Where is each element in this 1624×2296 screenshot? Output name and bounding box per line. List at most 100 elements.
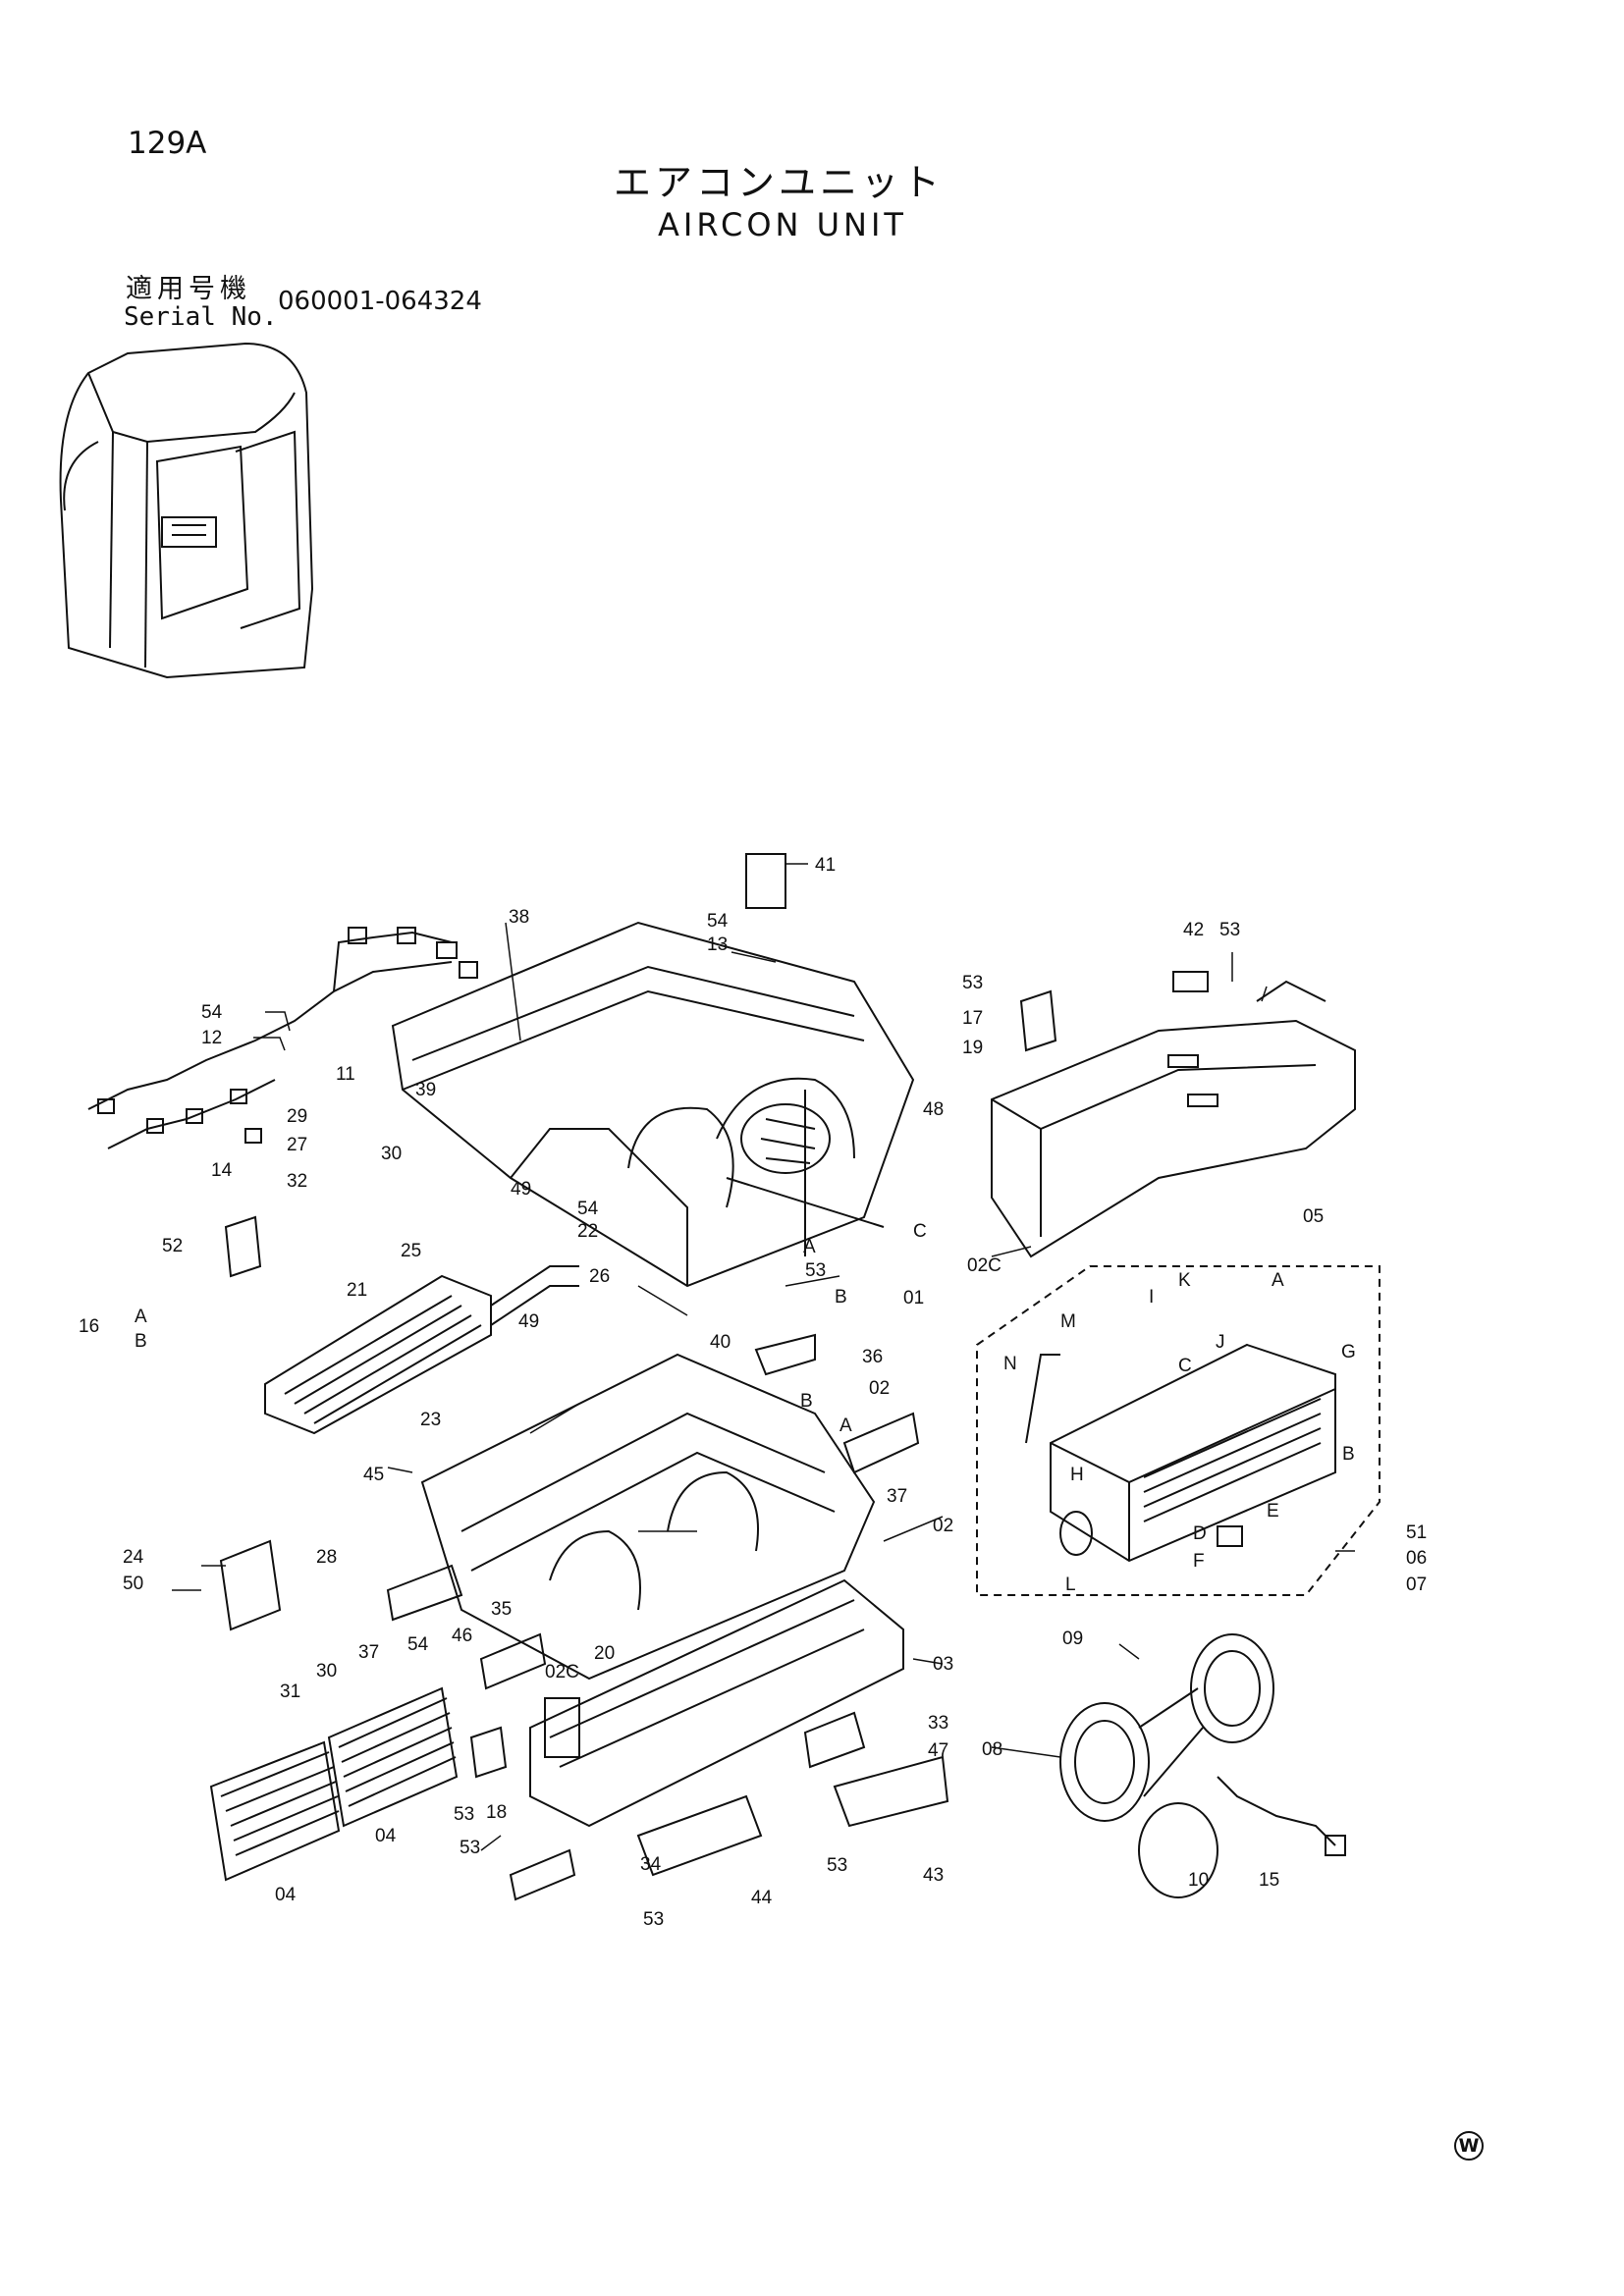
serial-range: 060001-064324 [278,287,482,316]
callout-B: B [800,1391,813,1412]
callout-49: 48 [923,1099,944,1120]
callout-C: C [913,1221,927,1242]
callout-50: 49 [511,1179,531,1200]
callout-D: D [1193,1523,1207,1544]
callout-09: 08 [982,1739,1002,1760]
callout-L: L [1065,1575,1076,1595]
callout-54: 53 [643,1909,664,1930]
callout-14: 13 [707,934,728,955]
callout-B: B [835,1287,847,1308]
callout-55: 54 [407,1634,429,1655]
publisher-mark-icon: W [1454,2131,1484,2161]
callout-36: 35 [491,1599,512,1620]
callout-43: 42 [1183,920,1204,940]
callout-08: 07 [1406,1575,1427,1595]
callout-25: 24 [123,1547,144,1568]
callout-32: 31 [280,1682,300,1702]
cab-location-icon [59,342,314,679]
callout-01: 01 [903,1288,924,1308]
callout-C: C [1178,1356,1192,1376]
lower-case [420,1353,876,1681]
callout-H: H [1070,1465,1084,1485]
callout-38: 37 [358,1642,379,1663]
wire-harness [87,927,478,1149]
callout-05: 04 [375,1826,397,1846]
callout-48: 47 [928,1740,948,1761]
callout-E: E [1267,1501,1279,1522]
callout-12: 11 [336,1064,355,1085]
page-title-english: AIRCON UNIT [658,206,907,243]
brackets [219,853,1209,1901]
serial-label-japanese: 適用号機 [126,274,251,304]
callout-B: B [135,1331,147,1352]
callout-55: 54 [707,911,729,932]
callout-06: 05 [1303,1206,1324,1227]
callout-A: A [839,1415,852,1436]
callout-41: 40 [710,1332,731,1353]
callout-13: 12 [201,1028,222,1048]
callout-labels: 41 38 54 13 42 53 53 17 19 54 12 11 48 2… [79,855,1427,1930]
callout-42: 41 [815,855,836,876]
callout-23: 22 [577,1221,598,1242]
callout-20: 19 [962,1038,983,1058]
callout-29: 28 [316,1547,337,1568]
callout-02: 02 [933,1516,953,1536]
callout-18: 17 [962,1008,983,1029]
callout-31: 30 [316,1661,337,1682]
callout-38: 37 [887,1486,907,1507]
callout-45: 44 [751,1888,773,1908]
callout-03: 02C [967,1255,1001,1276]
leader-lines [172,863,1355,1851]
upper-cover [391,921,915,1288]
callout-24: 23 [420,1410,441,1430]
callout-53: 52 [162,1236,183,1256]
duct-cover [991,980,1356,1258]
callout-39: 38 [509,907,529,928]
callout-54: 53 [962,973,983,993]
callout-44: 43 [923,1865,944,1886]
callout-54: 53 [827,1855,847,1876]
callout-46: 45 [363,1465,384,1485]
callout-M: M [1060,1311,1076,1332]
callout-A: A [803,1237,816,1257]
callout-15: 14 [211,1160,233,1181]
callout-28: 27 [287,1135,307,1155]
callout-54: 53 [454,1804,474,1825]
callout-19: 18 [486,1802,507,1823]
heater-core [264,1265,579,1435]
callout-27: 26 [589,1266,610,1287]
callout-K: K [1178,1270,1191,1291]
callout-40: 39 [415,1080,436,1100]
callout-33: 32 [287,1171,307,1192]
callout-N: N [1003,1354,1017,1374]
bottom-case [529,1578,904,1828]
blower-motor [1059,1633,1346,1898]
callout-34: 33 [928,1713,948,1734]
callout-J: J [1216,1332,1225,1353]
callout-52: 51 [1406,1522,1427,1543]
air-filters [209,1686,459,1882]
callout-51: 50 [123,1574,143,1594]
callout-26: 25 [401,1241,421,1261]
callout-02C: 02C [545,1662,579,1682]
callout-05: 04 [275,1885,297,1905]
callout-37: 36 [862,1347,883,1367]
callout-55: 54 [577,1199,599,1219]
serial-label-english: Serial No. [124,302,278,332]
callout-F: F [1193,1551,1205,1572]
callout-55: 54 [201,1002,223,1023]
callout-04: 03 [933,1654,953,1675]
callout-50: 49 [518,1311,539,1332]
callout-54: 53 [1219,920,1240,940]
callout-54: 53 [460,1838,480,1858]
page-number: 129A [128,126,207,161]
callout-G: G [1341,1342,1356,1362]
callout-B: B [1342,1444,1355,1465]
callout-A: A [1272,1270,1284,1291]
callout-02: 02 [869,1378,890,1399]
callout-47: 46 [452,1626,472,1646]
callout-22: 21 [347,1280,367,1301]
page-title-japanese: エアコンユニット [614,161,945,204]
evaporator-kit-group [976,1265,1380,1596]
